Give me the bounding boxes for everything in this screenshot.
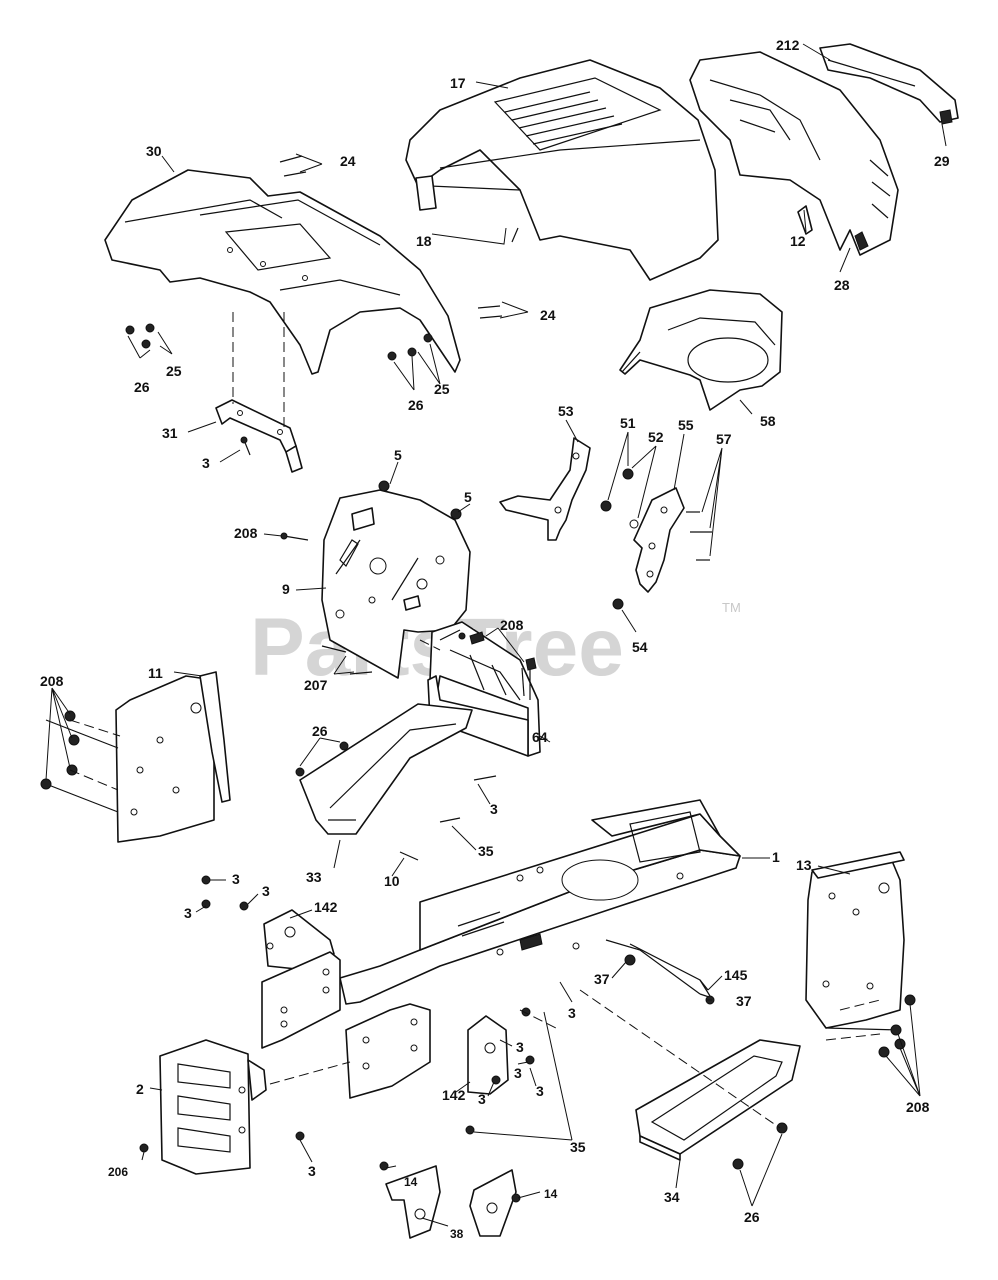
watermark-trademark: TM: [722, 600, 741, 615]
callout-28: 28: [834, 277, 850, 293]
callout-3: 3: [478, 1091, 486, 1107]
callout-24: 24: [340, 153, 356, 169]
callout-212: 212: [776, 37, 800, 53]
callout-3: 3: [184, 905, 192, 921]
callout-14: 14: [404, 1175, 418, 1189]
callout-17: 17: [450, 75, 466, 91]
callout-33: 33: [306, 869, 322, 885]
callout-57: 57: [716, 431, 732, 447]
callout-3: 3: [262, 883, 270, 899]
callout-10: 10: [384, 873, 400, 889]
callout-25: 25: [166, 363, 182, 379]
callout-55: 55: [678, 417, 694, 433]
callout-142: 142: [442, 1087, 466, 1103]
callout-9: 9: [282, 581, 290, 597]
callout-1: 1: [772, 849, 780, 865]
callout-208: 208: [500, 617, 524, 633]
callout-58: 58: [760, 413, 776, 429]
callout-3: 3: [308, 1163, 316, 1179]
callout-29: 29: [934, 153, 950, 169]
callout-30: 30: [146, 143, 162, 159]
callout-37: 37: [736, 993, 752, 1009]
callout-145: 145: [724, 967, 748, 983]
callout-3: 3: [568, 1005, 576, 1021]
callout-26: 26: [312, 723, 328, 739]
part-pivot-bracket[interactable]: [600, 468, 712, 610]
callout-54: 54: [632, 639, 648, 655]
callout-14: 14: [544, 1187, 558, 1201]
callout-3: 3: [232, 871, 240, 887]
callout-64: 64: [532, 729, 548, 745]
part-main-frame[interactable]: [339, 799, 741, 1005]
callout-34: 34: [664, 1189, 680, 1205]
callout-26: 26: [408, 397, 424, 413]
callout-3: 3: [514, 1065, 522, 1081]
callout-35: 35: [570, 1139, 586, 1155]
callout-13: 13: [796, 857, 812, 873]
callout-37: 37: [594, 971, 610, 987]
callout-5: 5: [464, 489, 472, 505]
callout-3: 3: [516, 1039, 524, 1055]
callout-26: 26: [134, 379, 150, 395]
callout-25: 25: [434, 381, 450, 397]
part-fender-bracket[interactable]: [215, 312, 303, 473]
part-side-panel-right[interactable]: [805, 851, 916, 1058]
callout-12: 12: [790, 233, 806, 249]
part-hitch-brackets[interactable]: [379, 1125, 521, 1239]
callout-26: 26: [744, 1209, 760, 1225]
callout-208: 208: [234, 525, 258, 541]
callout-3: 3: [536, 1083, 544, 1099]
callout-142: 142: [314, 899, 338, 915]
callout-208: 208: [906, 1099, 930, 1115]
callout-52: 52: [648, 429, 664, 445]
callout-206: 206: [108, 1165, 128, 1179]
leader-lines: [45, 43, 947, 1227]
part-rear-fender[interactable]: [104, 169, 461, 375]
callout-18: 18: [416, 233, 432, 249]
part-lever-bracket[interactable]: [499, 437, 591, 541]
part-hood[interactable]: [405, 59, 719, 281]
part-front-bracket[interactable]: [139, 1039, 305, 1175]
part-side-panel-left[interactable]: [40, 671, 231, 843]
callout-24: 24: [540, 307, 556, 323]
part-grill-assembly[interactable]: [689, 43, 959, 256]
alignment-lines: [69, 639, 881, 1129]
callout-2: 2: [136, 1081, 144, 1097]
callout-3: 3: [490, 801, 498, 817]
fasteners-upper: [125, 155, 525, 697]
callout-11: 11: [148, 665, 163, 681]
callout-53: 53: [558, 403, 574, 419]
callout-208: 208: [40, 673, 64, 689]
part-rear-hitch-right[interactable]: [345, 1003, 535, 1099]
part-lower-bracket[interactable]: [427, 621, 541, 757]
callout-labels: 17 212 30 24 29 18 12 28 24 26 25 26 25 …: [40, 37, 950, 1241]
callout-3: 3: [202, 455, 210, 471]
part-dash-panel[interactable]: [619, 289, 783, 411]
part-front-bumper[interactable]: [635, 1039, 801, 1170]
callout-35: 35: [478, 843, 494, 859]
callout-51: 51: [620, 415, 636, 431]
callout-5: 5: [394, 447, 402, 463]
part-rear-hitch-left[interactable]: [201, 875, 341, 1049]
callout-31: 31: [162, 425, 178, 441]
callout-207: 207: [304, 677, 328, 693]
callout-38: 38: [450, 1227, 464, 1241]
part-frame-crosspiece[interactable]: [295, 703, 497, 861]
